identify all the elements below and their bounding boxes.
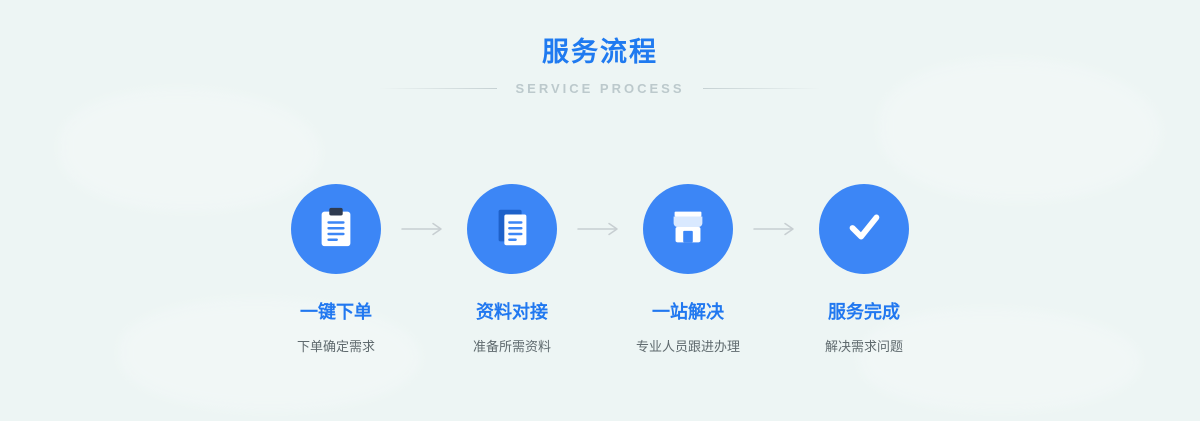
section-subtitle: SERVICE PROCESS <box>515 81 685 96</box>
step-circle <box>291 184 381 274</box>
document-icon <box>489 204 535 255</box>
step-materials: 资料对接 准备所需资料 <box>452 184 572 355</box>
step-description: 准备所需资料 <box>472 339 551 354</box>
background-pattern <box>60 90 320 210</box>
step-title: 一键下单 <box>300 302 372 322</box>
step-solution: 一站解决 专业人员跟进办理 <box>628 184 748 355</box>
section-title: 服务流程 <box>542 37 658 67</box>
step-complete: 服务完成 解决需求问题 <box>804 184 924 355</box>
subtitle-divider-right <box>702 88 821 89</box>
section-subtitle-row: SERVICE PROCESS <box>0 81 1200 96</box>
section-header: 服务流程 SERVICE PROCESS <box>0 0 1200 96</box>
background-pattern <box>120 300 420 410</box>
step-description: 专业人员跟进办理 <box>635 339 740 354</box>
step-circle <box>467 184 557 274</box>
step-description: 下单确定需求 <box>296 339 375 354</box>
background-pattern <box>860 310 1140 410</box>
step-circle <box>819 184 909 274</box>
step-order: 一键下单 下单确定需求 <box>276 184 396 355</box>
arrow-right-icon <box>396 221 452 237</box>
process-steps: 一键下单 下单确定需求 <box>0 184 1200 355</box>
arrow-right-icon <box>572 221 628 237</box>
clipboard-icon <box>313 204 359 255</box>
step-title: 一站解决 <box>652 302 724 322</box>
subtitle-divider-left <box>379 88 498 89</box>
step-title: 服务完成 <box>828 302 900 322</box>
step-circle <box>643 184 733 274</box>
step-title: 资料对接 <box>476 302 548 322</box>
background-pattern <box>880 60 1160 200</box>
checkmark-icon <box>841 204 887 255</box>
storefront-icon <box>665 204 711 255</box>
step-description: 解决需求问题 <box>824 339 903 354</box>
arrow-right-icon <box>748 221 804 237</box>
